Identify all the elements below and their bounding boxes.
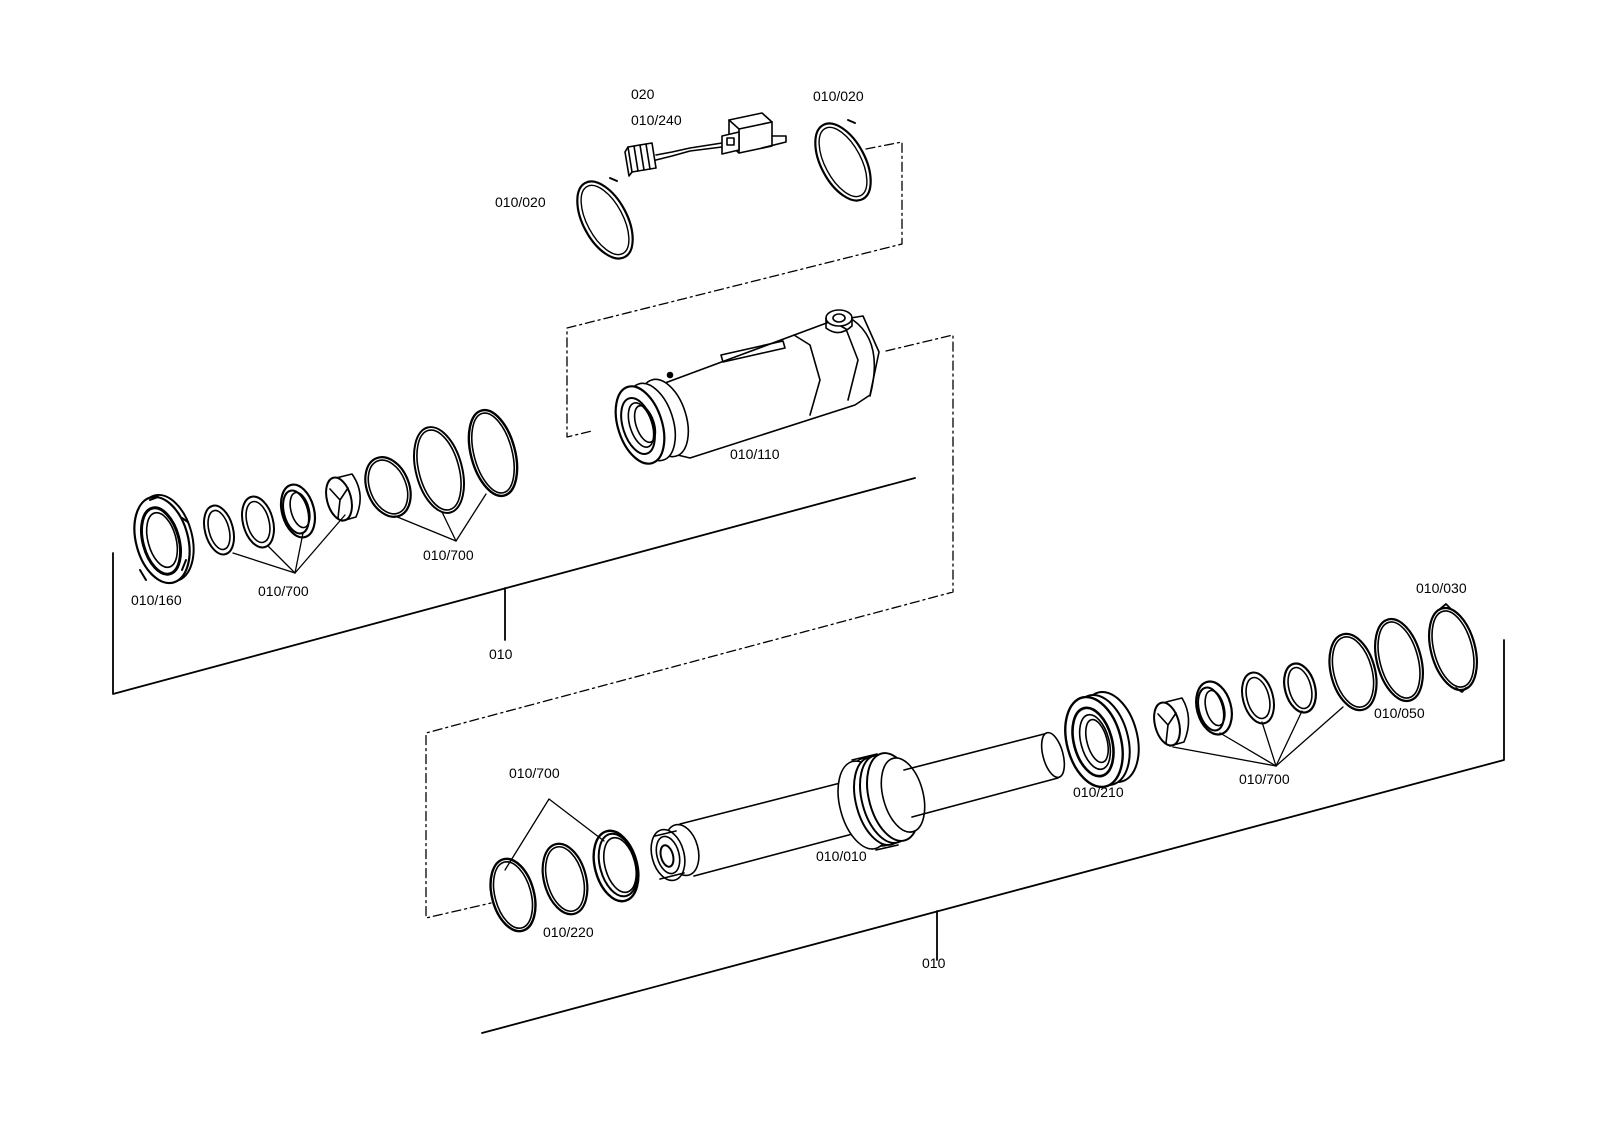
- label-010-700-lower-left: 010/700: [509, 765, 560, 781]
- label-010-240: 010/240: [631, 112, 682, 128]
- bracket-upper-010: [112, 477, 916, 695]
- label-010-upper: 010: [489, 646, 513, 662]
- label-010-160: 010/160: [131, 592, 182, 608]
- label-020: 020: [631, 86, 655, 102]
- seal-rings-lower-left: [489, 829, 640, 933]
- label-010-lower: 010: [922, 955, 946, 971]
- label-010-220: 010/220: [543, 924, 594, 940]
- leaders-lower-left-kit: [504, 798, 605, 871]
- seal-rings-upper-right: [364, 408, 519, 518]
- label-010-020-left: 010/020: [495, 194, 546, 210]
- cylinder-barrel-010-110: [614, 309, 880, 465]
- label-010-700-upper-left: 010/700: [258, 583, 309, 599]
- piston-rod-010-010: [650, 731, 1066, 882]
- label-010-210: 010/210: [1073, 784, 1124, 800]
- sensor-010-240: [624, 112, 787, 177]
- seal-rings-lower-right: [1153, 632, 1378, 747]
- label-010-050: 010/050: [1374, 705, 1425, 721]
- clamp-ring-010-020-left: [576, 177, 634, 260]
- ring-010-050: [1374, 617, 1424, 703]
- bracket-lower-010: [481, 639, 1505, 1034]
- seal-rings-upper-left: [203, 473, 361, 556]
- label-010-110: 010/110: [730, 446, 780, 462]
- label-010-700-upper-right: 010/700: [423, 547, 474, 563]
- leaders-lower-right-kit: [1172, 706, 1344, 767]
- guide-010-210: [1064, 691, 1140, 789]
- label-010-700-lower-right: 010/700: [1239, 771, 1290, 787]
- label-010-030: 010/030: [1416, 580, 1467, 596]
- snap-ring-010-030: [1428, 603, 1478, 693]
- label-010-010: 010/010: [816, 848, 867, 864]
- gland-nut-010-160: [133, 493, 195, 585]
- clamp-ring-010-020-right: [814, 119, 872, 202]
- leaders-upper-kit: [232, 493, 487, 574]
- label-010-020-right: 010/020: [813, 88, 864, 104]
